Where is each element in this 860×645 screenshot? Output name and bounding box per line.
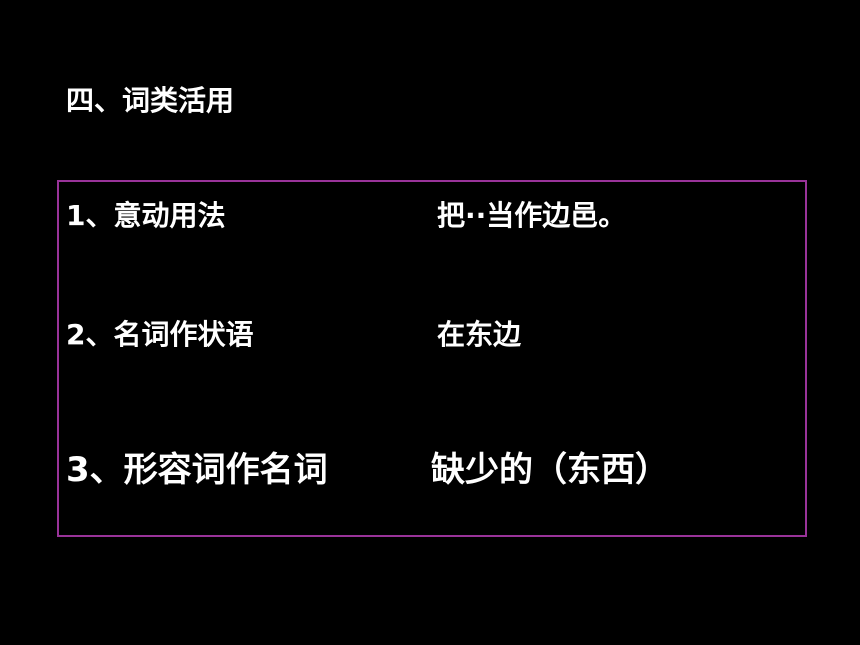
usage-meaning: 把··当作边邑。	[437, 199, 627, 232]
content-box	[57, 180, 807, 537]
usage-term: 3、形容词作名词	[66, 450, 328, 490]
usage-term: 1、意动用法	[66, 199, 226, 232]
usage-meaning: 在东边	[437, 318, 522, 351]
usage-meaning: 缺少的（东西）	[431, 450, 669, 490]
usage-term: 2、名词作状语	[66, 318, 254, 351]
section-heading: 四、词类活用	[66, 84, 235, 117]
